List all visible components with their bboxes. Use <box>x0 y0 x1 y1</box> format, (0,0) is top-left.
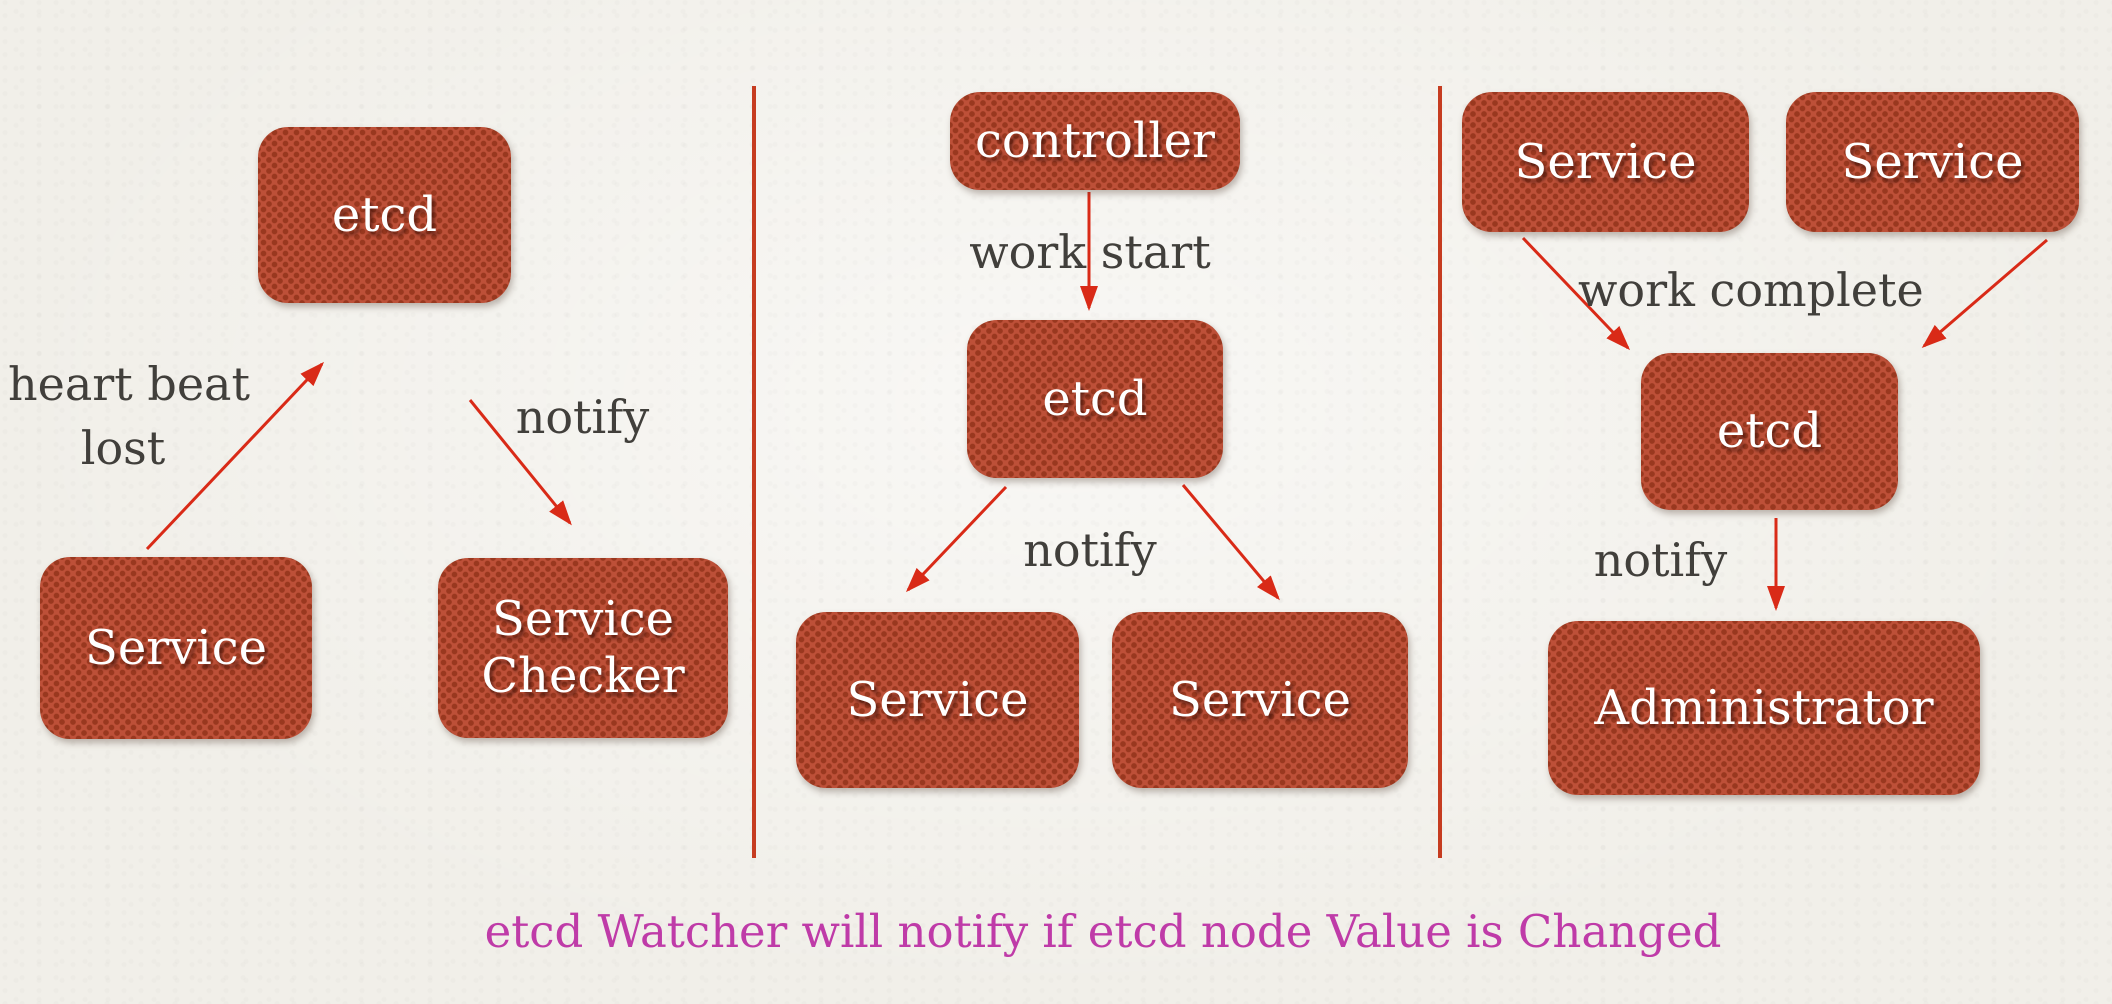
arrow-service-right-to-etcd <box>1921 238 2048 348</box>
node-service-checker: Service Checker <box>438 558 728 738</box>
node-service-workstart-left: Service <box>796 612 1079 788</box>
edge-label-work-complete: work complete <box>1578 263 1924 317</box>
node-service-workcomplete-left: Service <box>1462 92 1749 232</box>
node-etcd-workcomplete: etcd <box>1641 353 1898 510</box>
node-service-workcomplete-right: Service <box>1786 92 2079 232</box>
edge-label-heartbeat-line2: lost <box>80 421 166 476</box>
node-etcd-heartbeat: etcd <box>258 127 511 303</box>
arrow-etcd-to-service-left <box>905 485 1008 593</box>
edge-label-heartbeat-lost: heart beat lost <box>8 352 250 481</box>
node-service-workstart-right: Service <box>1112 612 1408 788</box>
node-etcd-workstart: etcd <box>967 320 1223 478</box>
node-administrator: Administrator <box>1548 621 1980 795</box>
edge-label-work-start: work start <box>969 225 1211 279</box>
edge-label-notify-heartbeat: notify <box>515 390 650 444</box>
node-controller: controller <box>950 92 1240 190</box>
slide-caption: etcd Watcher will notify if etcd node Va… <box>484 905 1722 958</box>
arrow-etcd-to-service-right <box>1181 484 1280 601</box>
edge-label-notify-workcomplete: notify <box>1593 533 1728 587</box>
node-service-heartbeat: Service <box>40 557 312 739</box>
edge-label-notify-workstart: notify <box>1023 523 1157 577</box>
edge-label-heartbeat-line1: heart beat <box>8 357 250 411</box>
